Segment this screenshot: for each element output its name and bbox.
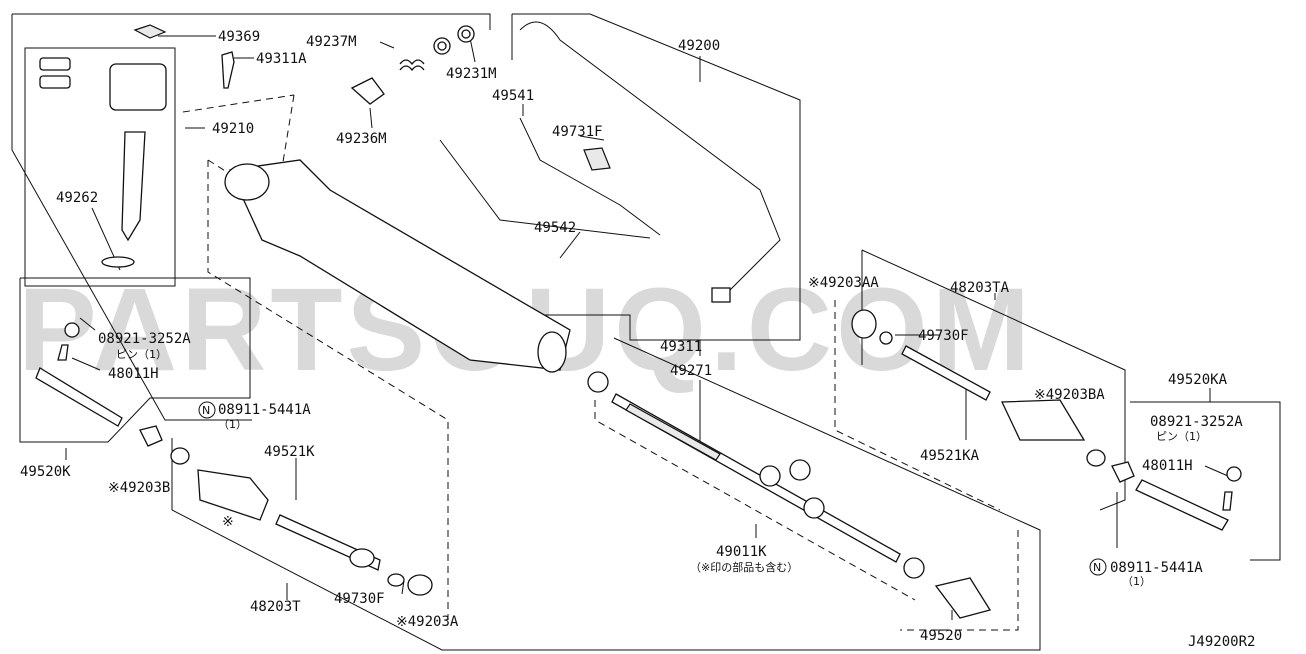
label-49011K: 49011K [716, 544, 767, 560]
label-pin-right: ピン（1） [1156, 430, 1207, 443]
group-frames [11, 13, 1281, 651]
svg-text:N: N [1093, 561, 1101, 574]
label-49311: 49311 [660, 339, 702, 355]
label-49210: 49210 [212, 121, 254, 137]
label-08911-right: 08911-5441A [1110, 560, 1203, 576]
label-08921-right: 08921-3252A [1150, 414, 1243, 430]
label-48011H-left: 48011H [108, 366, 159, 382]
label-mark: ※ [222, 514, 234, 530]
label-49011K-note: （※印の部品も含む） [690, 560, 798, 574]
label-49520: 49520 [920, 628, 962, 644]
part-labels: 49369 49311A 49237M 49231M 49236M 49200 … [20, 29, 1255, 650]
label-49369: 49369 [218, 29, 260, 45]
label-08921-left: 08921-3252A [98, 331, 191, 347]
label-49237M: 49237M [306, 34, 357, 50]
label-48203TA: 48203TA [950, 280, 1010, 296]
label-49730F-left: 49730F [334, 591, 385, 607]
label-49200: 49200 [678, 38, 720, 54]
label-49311A: 49311A [256, 51, 307, 67]
label-49203B: ※49203B [108, 480, 170, 496]
label-49203BA: ※49203BA [1034, 387, 1105, 403]
parts [35, 21, 1242, 619]
label-qty-right: （1） [1122, 575, 1151, 588]
label-pin-left: ピン（1） [116, 348, 167, 361]
cap-49369-shape [133, 24, 167, 39]
label-48203T: 48203T [250, 599, 301, 615]
label-49236M: 49236M [336, 131, 387, 147]
n-circle-symbol: N N [198, 401, 1107, 576]
svg-text:N: N [202, 404, 210, 417]
label-49203A: ※49203A [396, 614, 459, 630]
label-49731F: 49731F [552, 124, 603, 140]
label-49262: 49262 [56, 190, 98, 206]
label-49521K: 49521K [264, 444, 315, 460]
label-49541: 49541 [492, 88, 534, 104]
label-08911-left: 08911-5441A [218, 402, 311, 418]
label-49542: 49542 [534, 220, 576, 236]
label-48011H-right: 48011H [1142, 458, 1193, 474]
label-49520K: 49520K [20, 464, 71, 480]
label-49231M: 49231M [446, 66, 497, 82]
label-49730F-right: 49730F [918, 328, 969, 344]
label-49203AA: ※49203AA [808, 275, 879, 291]
diagram-code: J49200R2 [1188, 634, 1255, 650]
label-49521KA: 49521KA [920, 448, 980, 464]
label-49520KA: 49520KA [1168, 372, 1228, 388]
label-49271: 49271 [670, 363, 712, 379]
label-qty-left: （1） [218, 418, 247, 431]
